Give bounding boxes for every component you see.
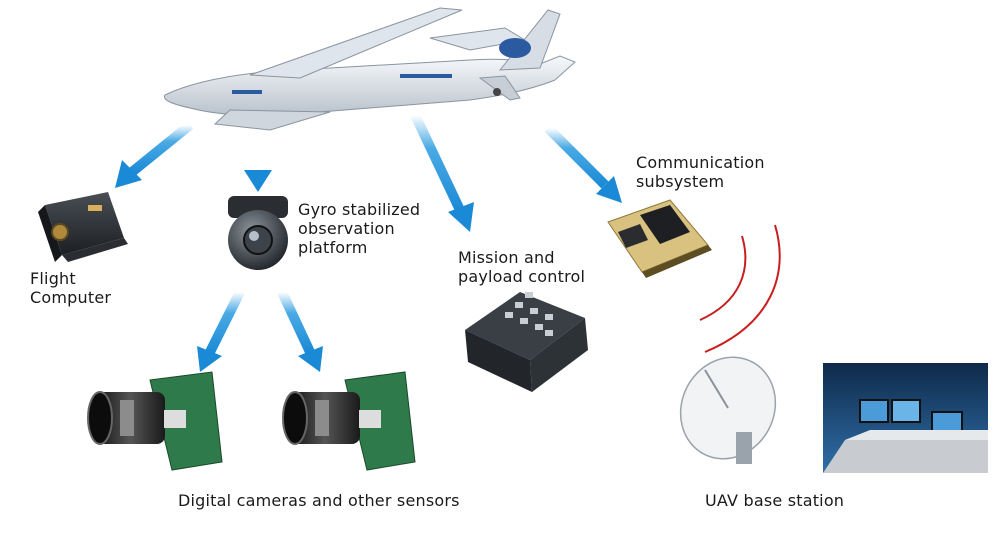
arrow-to-flight-computer	[115, 121, 194, 188]
uav-aircraft-image	[163, 7, 576, 131]
gyro-platform-label: Gyro stabilized observation platform	[298, 200, 421, 257]
satellite-dish-image	[679, 356, 777, 464]
cameras-label: Digital cameras and other sensors	[178, 491, 460, 510]
camera-left-image	[87, 371, 223, 471]
arrow-to-mission-control	[410, 112, 474, 232]
mission-control-label: Mission and payload control	[458, 248, 586, 286]
connection-arrows	[115, 112, 622, 372]
gyro-platform-image	[228, 196, 288, 270]
flight-computer-image	[38, 192, 128, 262]
arrow-to-communication	[544, 124, 622, 203]
communication-board-image	[607, 199, 712, 278]
base-station-label: UAV base station	[705, 491, 845, 510]
arrow-to-camera-left	[197, 289, 245, 372]
mission-control-image	[465, 292, 588, 392]
arrow-to-gyro-platform	[244, 125, 272, 192]
signal-waves	[699, 224, 781, 353]
communication-label: Communication subsystem	[636, 153, 765, 191]
arrow-to-camera-right	[277, 289, 323, 372]
flight-computer-label: Flight Computer	[30, 269, 112, 307]
control-room-image	[823, 363, 988, 473]
camera-right-image	[282, 371, 416, 471]
